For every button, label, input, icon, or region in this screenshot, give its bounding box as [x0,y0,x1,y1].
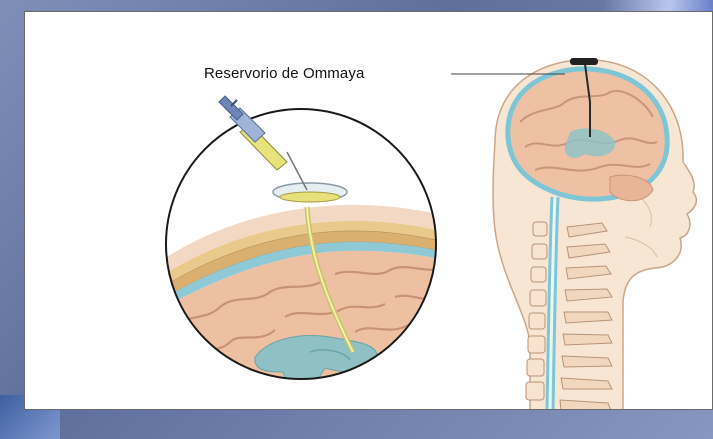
callout-label: Reservorio de Ommaya [204,65,364,82]
figure-panel: Reservorio de Ommaya [24,11,713,410]
reservoir-on-head [570,58,598,65]
anatomy-illustration [25,12,713,410]
magnified-view [145,102,465,404]
